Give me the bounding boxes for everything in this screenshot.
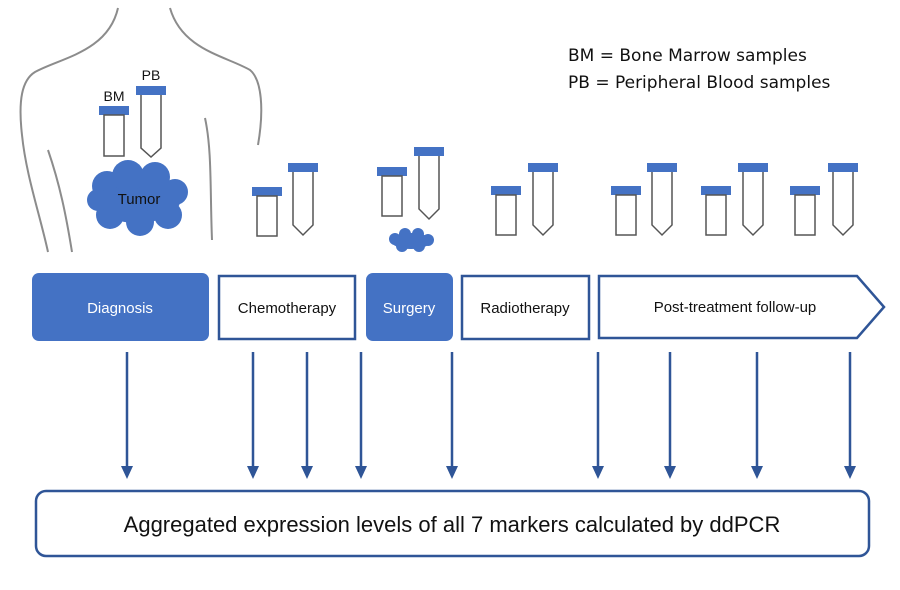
sampling-arrows [121,352,856,479]
arrow-head [355,466,367,479]
body-left-shoulder [19,7,119,253]
phase-chemotherapy: Chemotherapy [217,274,357,341]
pb-tube-cap [647,163,677,172]
pb-tube-body [136,86,166,159]
pb-tube-cap [414,147,444,156]
bm-tube [495,194,517,236]
bm-tube [381,175,403,217]
bm-tube [615,194,637,236]
body-silhouette [19,7,263,253]
phase-surgery: Surgery [366,273,453,341]
pb-tube [832,172,854,237]
body-right-arm-inner [204,117,213,241]
pb-tube [418,156,440,221]
tube-pair [491,163,558,237]
tube-pair [701,163,768,237]
tumor-label: Tumor [118,191,161,208]
phase-label-radiotherapy: Radiotherapy [480,300,570,317]
bm-tube [794,194,816,236]
down-arrow [446,352,458,479]
arrow-head [301,466,313,479]
bm-tube-body [99,106,129,157]
bm-tube-cap [701,186,731,195]
pb-tube [532,172,554,237]
down-arrow [751,352,763,479]
body-left-arm-inner [47,149,73,253]
phase-label-chemotherapy: Chemotherapy [238,300,337,317]
pb-tube-cap [288,163,318,172]
pb-tube-cap [828,163,858,172]
arrow-head [247,466,259,479]
tube-pair [611,163,677,237]
down-arrow [844,352,856,479]
arrow-head [664,466,676,479]
bm-tube [256,195,278,237]
body-samples: BM PB [99,67,166,159]
phase-radiotherapy: Radiotherapy [460,274,591,341]
down-arrow [592,352,604,479]
arrow-head [446,466,458,479]
phase-follow-up: Post-treatment follow-up [597,274,886,340]
body-right-shoulder [169,7,263,146]
tube-pair [252,163,318,237]
arrow-head [592,466,604,479]
sample-tube-pairs [252,147,858,237]
pb-tube-cap [738,163,768,172]
down-arrow [301,352,313,479]
arrow-head [844,466,856,479]
down-arrow [247,352,259,479]
down-arrow [664,352,676,479]
tube-pair [377,147,444,221]
phase-label-follow-up: Post-treatment follow-up [654,299,817,316]
tube-pair [790,163,858,237]
small-tumor-cloud [389,228,434,252]
bm-tube-cap [377,167,407,176]
pb-tube-cap [528,163,558,172]
tumor-cloud [87,160,188,236]
result-box: Aggregated expression levels of all 7 ma… [34,489,871,558]
pb-tube [742,172,764,237]
bm-tube [705,194,727,236]
bm-tube-cap [611,186,641,195]
legend-pb: PB = Peripheral Blood samples [568,73,831,93]
result-label: Aggregated expression levels of all 7 ma… [124,512,781,537]
down-arrow [121,352,133,479]
down-arrow [355,352,367,479]
bm-tube-cap [252,187,282,196]
phase-label-diagnosis: Diagnosis [87,300,153,317]
arrow-head [751,466,763,479]
pb-label: PB [142,67,161,83]
phase-label-surgery: Surgery [383,300,436,317]
bm-label: BM [104,88,125,104]
bm-tube-cap [491,186,521,195]
legend-bm: BM = Bone Marrow samples [568,46,807,66]
bm-tube-cap [790,186,820,195]
phase-diagnosis: Diagnosis [32,273,209,341]
pb-tube [292,172,314,237]
arrow-head [121,466,133,479]
pb-tube [651,172,673,237]
